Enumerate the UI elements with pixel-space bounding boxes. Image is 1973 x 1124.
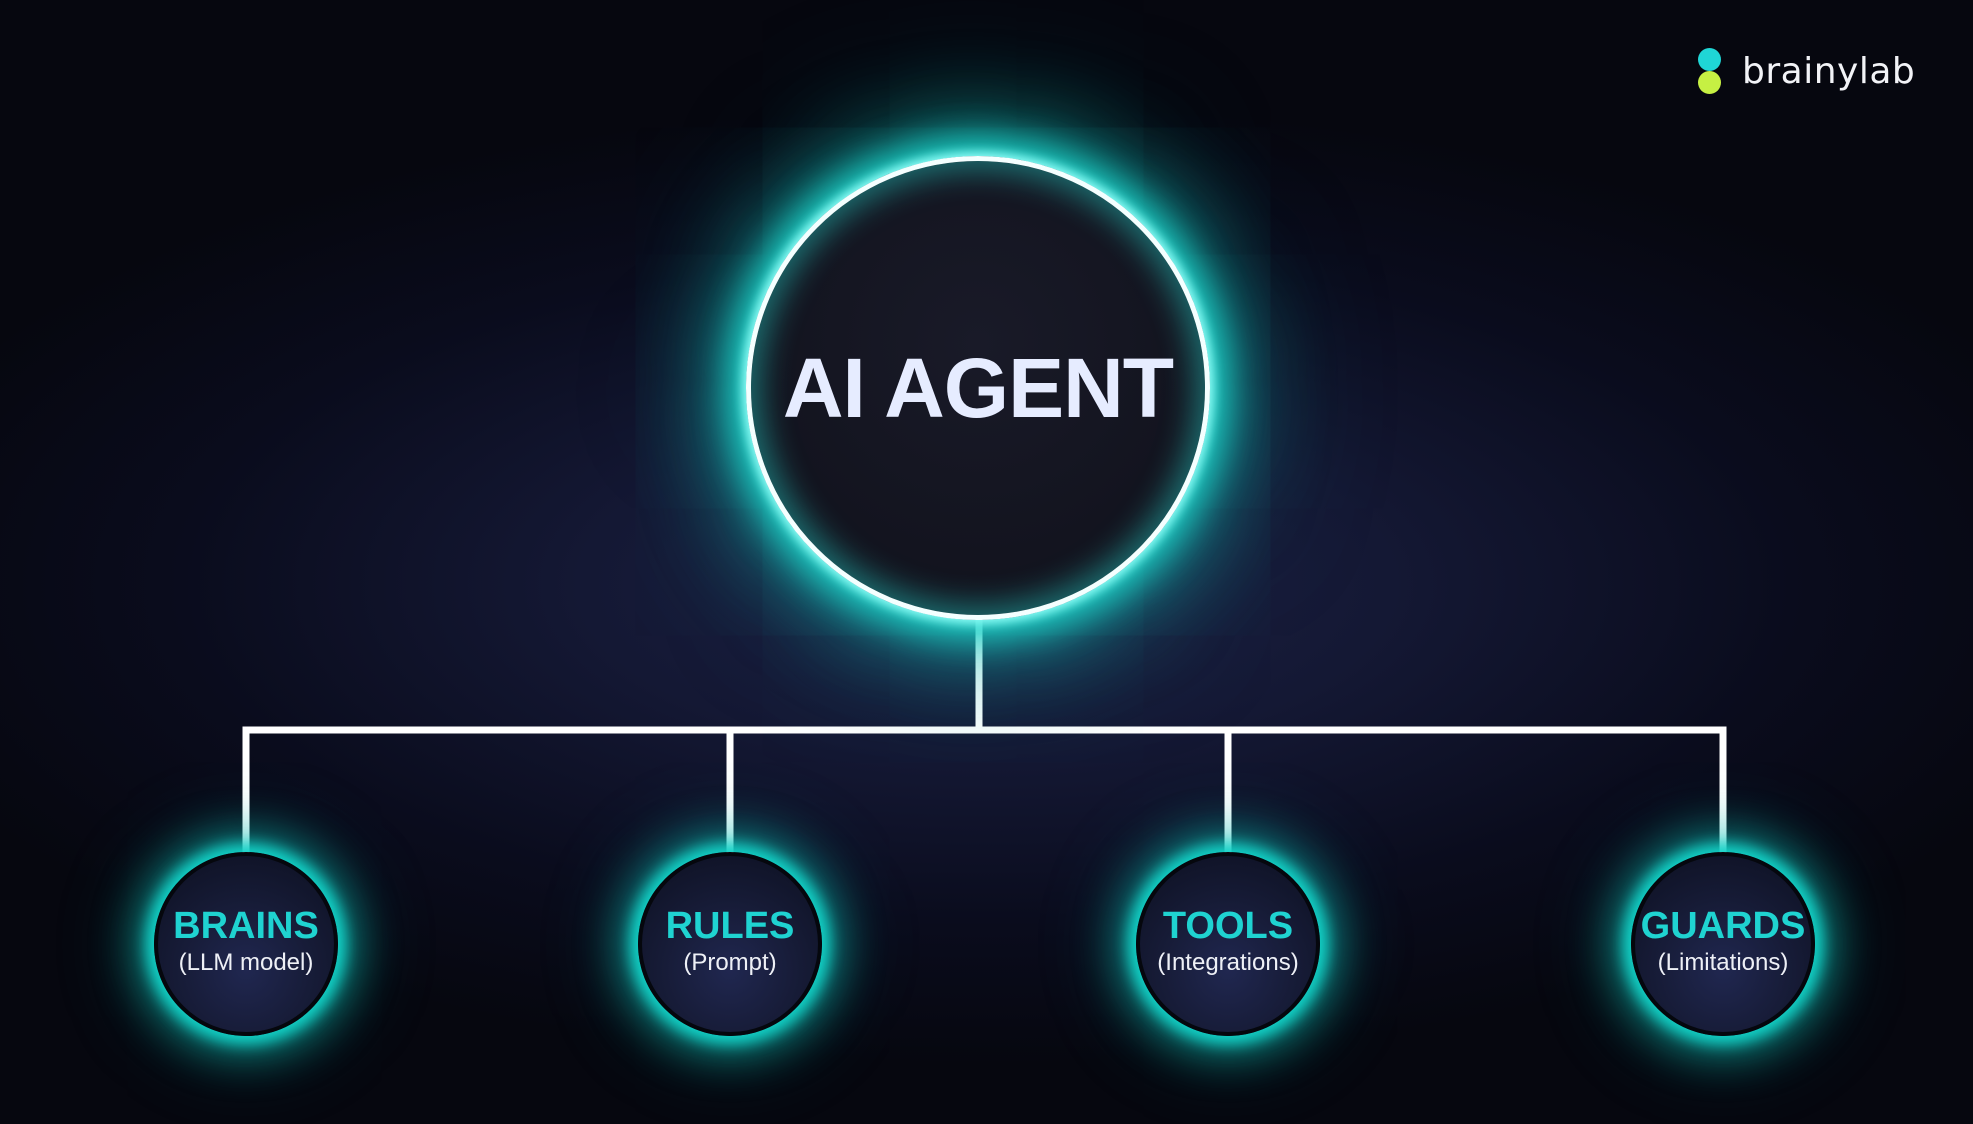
brand-name: brainylab: [1742, 50, 1916, 92]
child-node-title: RULES: [665, 905, 795, 947]
child-node-subtitle: (LLM model): [178, 949, 314, 976]
child-node-subtitle: (Prompt): [683, 949, 777, 976]
child-node-brains: BRAINS (LLM model): [154, 852, 338, 1036]
logo-dot-top: [1698, 48, 1721, 71]
child-node-title: BRAINS: [173, 905, 319, 947]
logo-dot-bottom: [1698, 71, 1721, 94]
child-node-tools: TOOLS (Integrations): [1136, 852, 1320, 1036]
child-node-title: GUARDS: [1640, 905, 1806, 947]
brainylab-logo-icon: [1696, 46, 1722, 96]
child-node-subtitle: (Limitations): [1657, 949, 1789, 976]
child-node-title: TOOLS: [1162, 905, 1294, 947]
brand-logo: brainylab: [1696, 46, 1915, 96]
root-node-label: AI AGENT: [782, 340, 1174, 435]
root-node-ai-agent: AI AGENT: [746, 156, 1210, 620]
child-node-subtitle: (Integrations): [1157, 949, 1299, 976]
child-node-guards: GUARDS (Limitations): [1631, 852, 1815, 1036]
child-node-rules: RULES (Prompt): [638, 852, 822, 1036]
